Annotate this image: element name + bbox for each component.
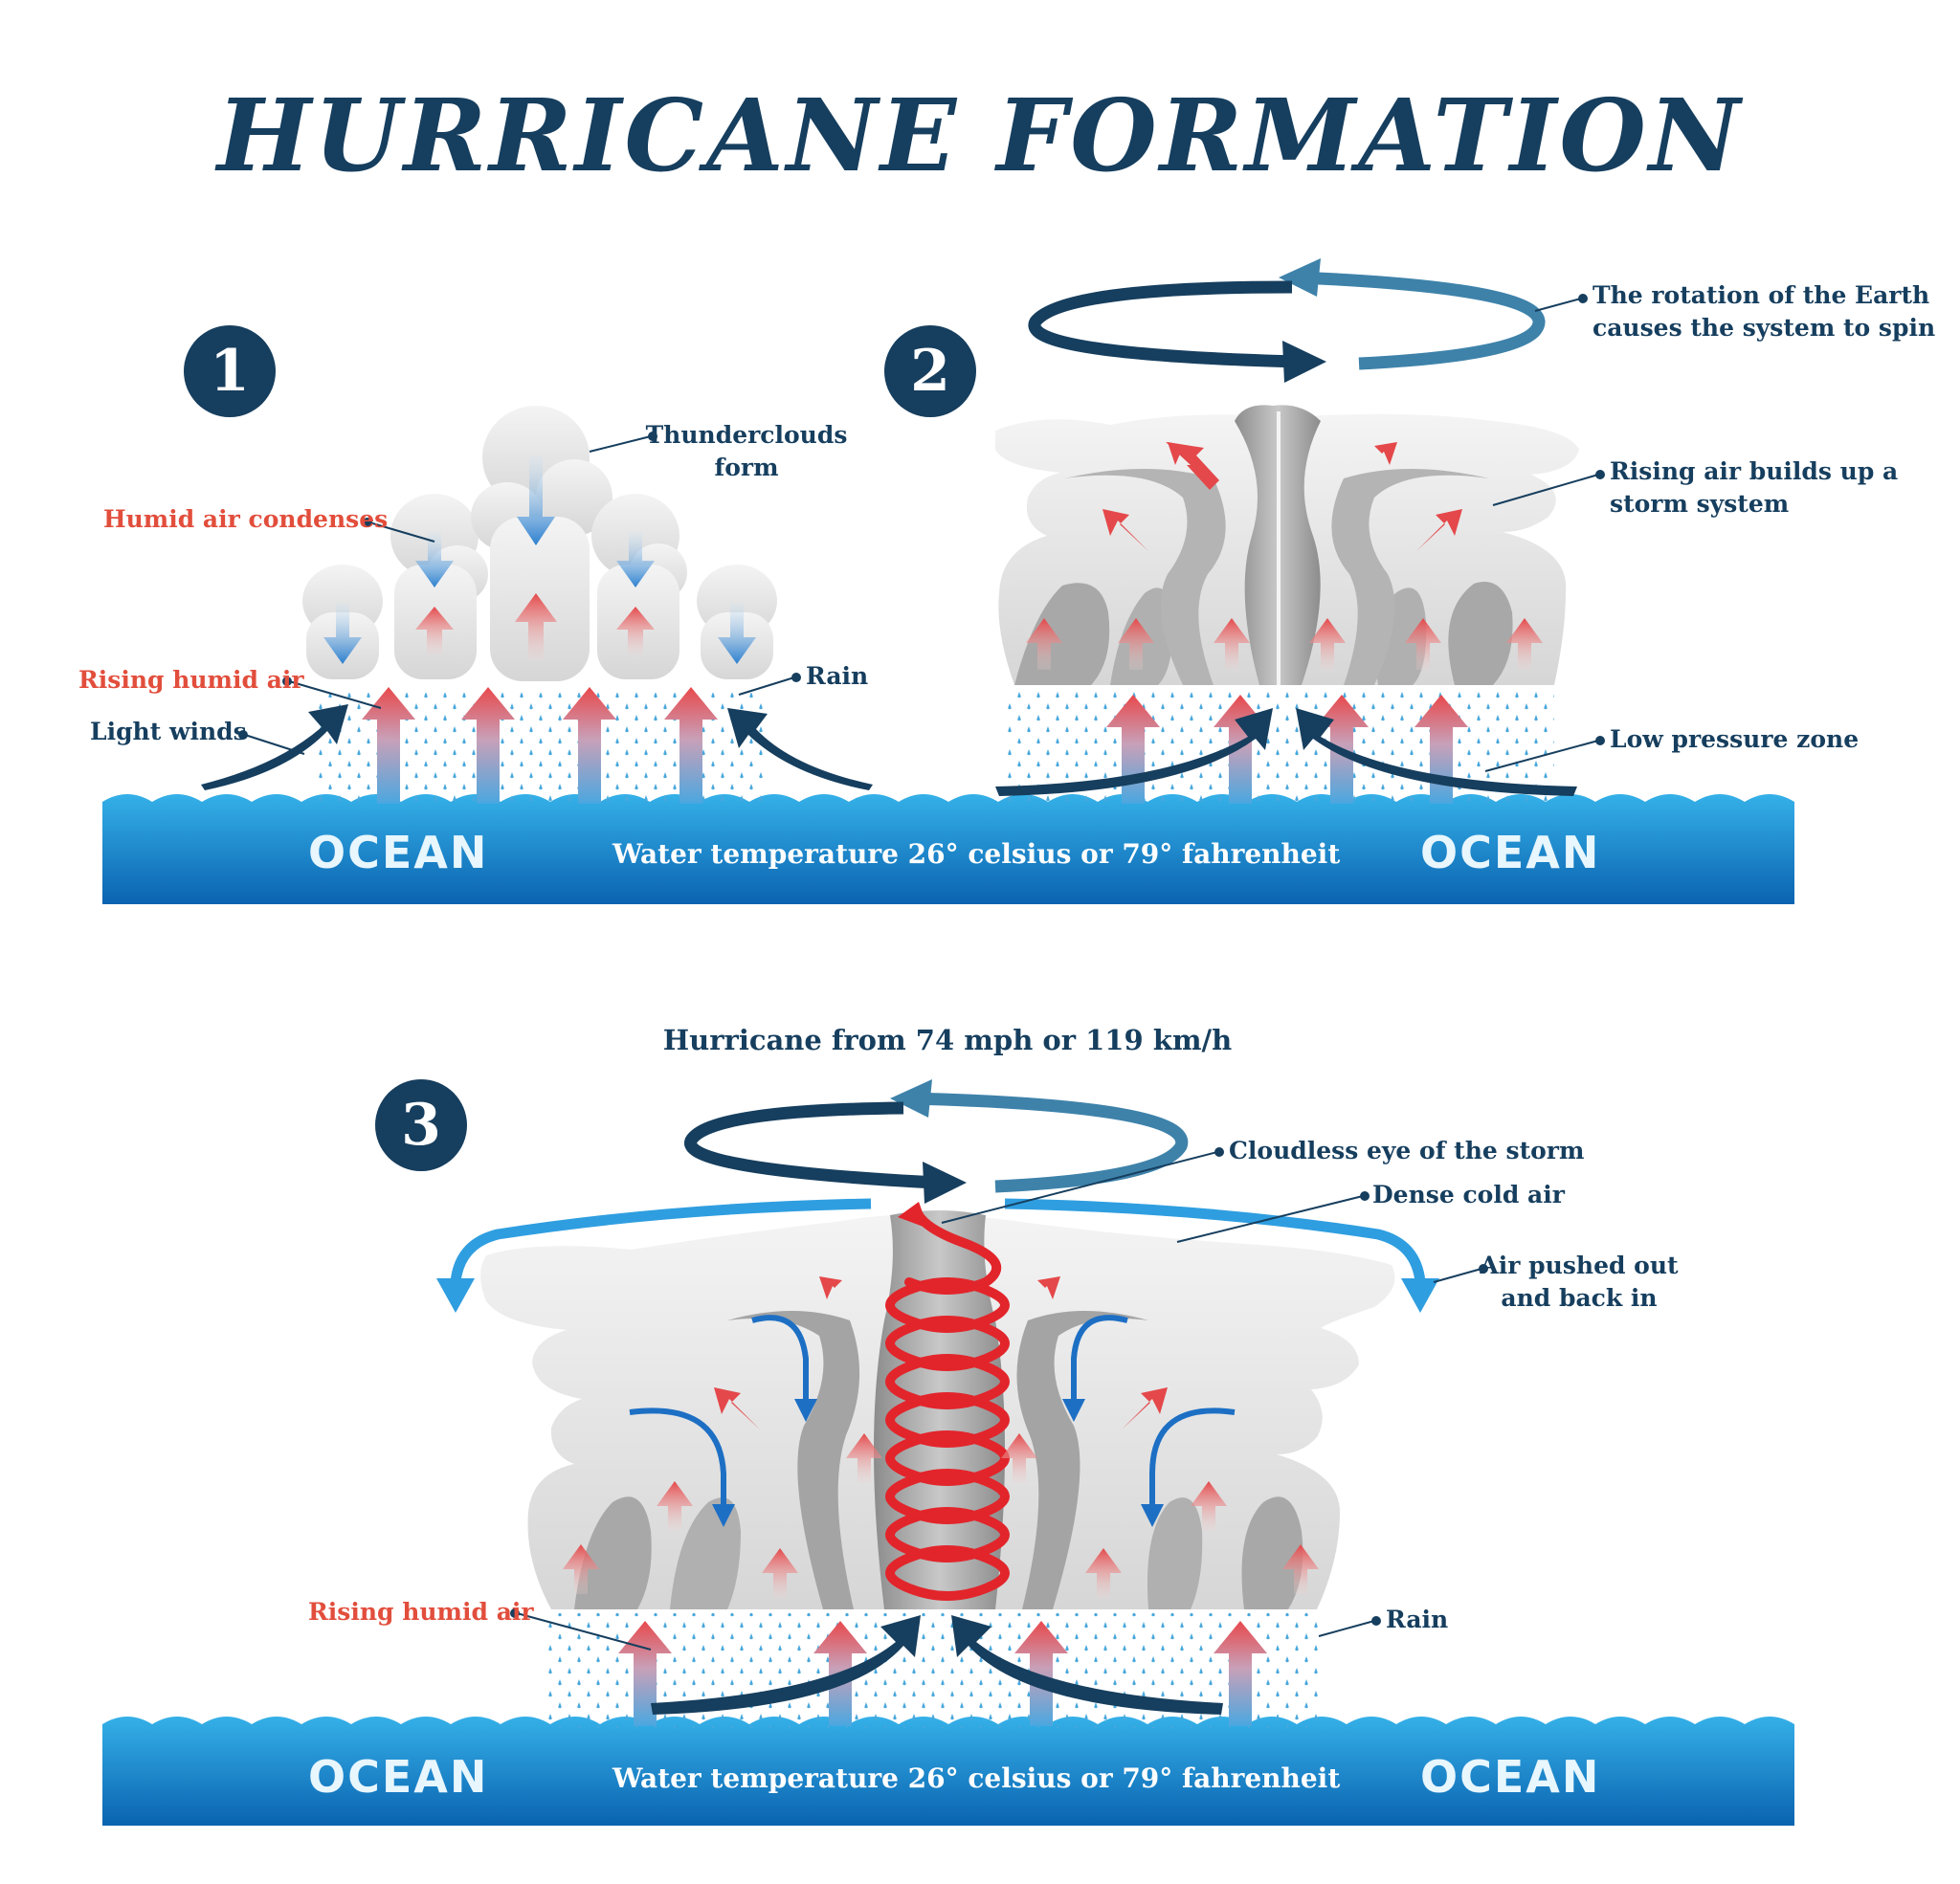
down-arrow	[517, 455, 555, 545]
label-light-winds: Light winds	[90, 718, 247, 745]
stage-2-badge: 2	[884, 325, 976, 417]
stage3-eye-spiral	[885, 1210, 1010, 1601]
stage3-inflow-winds	[651, 1615, 1223, 1715]
page-title: HURRICANE FORMATION	[216, 77, 1744, 194]
ocean-label-top-right: OCEAN	[1420, 827, 1601, 878]
water-temperature-top: Water temperature 26° celsius or 79° fah…	[612, 838, 1341, 870]
label-dense-cold-air: Dense cold air	[1372, 1181, 1565, 1208]
stage3-outflow-arrowheads	[436, 1278, 1439, 1313]
label-rising-air-builds: Rising air builds up a storm system	[1610, 457, 1899, 518]
label-earth-rotation: The rotation of the Earth causes the sys…	[1592, 281, 1936, 342]
cloud-2	[390, 494, 488, 679]
stage2-inflow-winds	[995, 708, 1577, 796]
up-arrow	[515, 593, 557, 660]
label-low-pressure-zone: Low pressure zone	[1610, 725, 1860, 753]
stage3-sinking-cold-air	[629, 1315, 1236, 1508]
diag-arrow-ne	[1018, 1276, 1060, 1315]
stage3-outflow-arrows	[450, 1198, 1426, 1283]
up-arrow	[415, 607, 454, 654]
stage-1-badge: 1	[184, 325, 276, 417]
stage1-cloud-arrows	[323, 455, 756, 664]
stage1-light-winds	[201, 704, 873, 790]
diag-arrow-nw	[714, 1387, 760, 1430]
stage3-rotation	[684, 1079, 1189, 1204]
stage3-cloud-arrows	[563, 1276, 1319, 1598]
label-rain-1: Rain	[806, 662, 869, 690]
water-temperature-bottom: Water temperature 26° celsius or 79° fah…	[612, 1762, 1341, 1794]
stage2-cloud-arrows	[1026, 442, 1543, 670]
diag-arrow-nw	[819, 1276, 861, 1315]
label-thunderclouds-form: Thunderclouds form	[645, 421, 848, 481]
diag-arrow-ne	[1416, 509, 1462, 551]
label-hurricane-speed: Hurricane from 74 mph or 119 km/h	[662, 1024, 1233, 1056]
diag-arrow-ne	[1355, 442, 1397, 480]
ocean-label-top-left: OCEAN	[308, 827, 489, 878]
ocean-label-bottom-right: OCEAN	[1420, 1751, 1601, 1803]
stage3-eye-spiral-tip	[898, 1202, 928, 1229]
up-arrow	[616, 607, 655, 654]
label-rising-humid-air-3: Rising humid air	[308, 1598, 534, 1626]
ocean-band-bottom	[102, 1717, 1794, 1826]
stage3-cloud-system	[480, 1210, 1395, 1609]
down-arrow	[718, 603, 756, 664]
ocean-band-top	[102, 794, 1794, 904]
diag-arrow-nw	[1102, 509, 1148, 551]
label-cloudless-eye: Cloudless eye of the storm	[1229, 1137, 1585, 1164]
leader-lines	[238, 294, 1605, 1651]
stage3-sinking-arrowheads	[712, 1399, 1164, 1527]
diag-arrow-ne	[1122, 1387, 1168, 1430]
label-humid-air-condenses: Humid air condenses	[103, 505, 389, 533]
stage2-cloud-system	[995, 405, 1579, 685]
label-air-pushed-out: Air pushed out and back in	[1480, 1252, 1679, 1312]
down-arrow	[415, 532, 454, 587]
stage1-rising-arrows	[362, 687, 718, 804]
down-arrow	[323, 603, 362, 664]
label-rain-3: Rain	[1386, 1606, 1449, 1633]
diag-arrow-nw	[1168, 442, 1210, 480]
label-rising-humid-air-1: Rising humid air	[78, 666, 304, 694]
down-arrow	[616, 532, 655, 587]
stage2-rotation	[1028, 258, 1546, 383]
ocean-label-bottom-left: OCEAN	[308, 1751, 489, 1803]
stage-3-badge: 3	[375, 1079, 467, 1171]
